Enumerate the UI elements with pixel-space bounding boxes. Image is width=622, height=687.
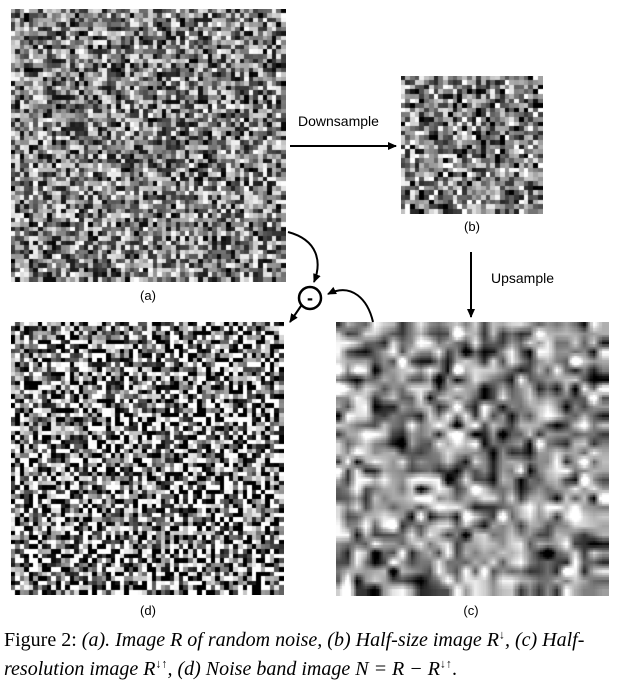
caption-prefix: Figure 2: xyxy=(4,629,82,651)
panel-b-label: (b) xyxy=(464,219,480,234)
subtract-input-arrow-c xyxy=(327,286,374,323)
caption-part-a: (a). Image R of random noise, (b) Half-s… xyxy=(81,629,499,651)
half-resolution-image-c xyxy=(336,322,609,596)
caption-suffix: . xyxy=(452,658,457,680)
upsample-label: Upsample xyxy=(491,270,555,286)
noise-band-image-d xyxy=(11,322,284,595)
figure-caption: Figure 2: (a). Image R of random noise, … xyxy=(4,626,618,684)
half-size-image-b xyxy=(401,76,543,214)
downsample-label: Downsample xyxy=(298,113,379,129)
panel-a-label: (a) xyxy=(140,288,156,303)
subtract-operator-symbol: - xyxy=(307,288,313,308)
caption-part-b: , (c) Half-resolution image R xyxy=(4,629,585,680)
figure-arrows-overlay: - xyxy=(287,142,475,323)
panel-d-label: (d) xyxy=(140,603,156,618)
subtract-output-arrow-d xyxy=(289,302,304,323)
subtract-input-arrow-a xyxy=(287,231,321,283)
random-noise-image-a xyxy=(11,9,286,282)
caption-part-c: , (d) Noise band image N = R − R xyxy=(167,658,440,680)
subtract-operator-circle xyxy=(297,285,323,311)
panel-c-label: (c) xyxy=(463,603,479,618)
caption-sup-b: ↓↑ xyxy=(155,656,168,671)
caption-sup-c: ↓↑ xyxy=(440,656,452,671)
caption-sup-a: ↓ xyxy=(498,627,505,642)
